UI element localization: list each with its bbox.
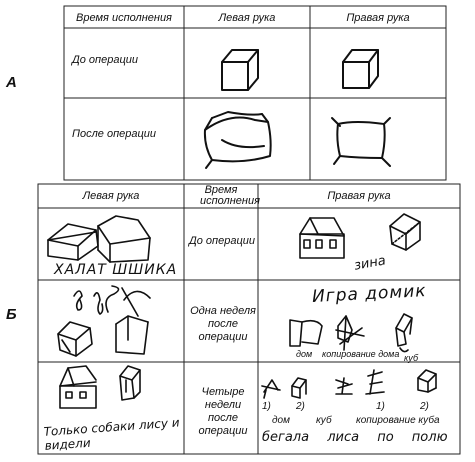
row-before-operation-a: До операции bbox=[72, 54, 138, 66]
scribble-drawings-b-r2-left bbox=[73, 285, 151, 317]
section-label-a: А bbox=[6, 74, 17, 91]
copy-house-drawing-b-r3-right bbox=[335, 377, 353, 395]
house-drawing-b-r2-left bbox=[115, 315, 149, 355]
caption-dom-r3: дом bbox=[272, 415, 290, 426]
cube-drawing-b-r2-left bbox=[57, 321, 93, 357]
caption-kub-r3: куб bbox=[316, 415, 332, 426]
cube-drawing-b-r1-left bbox=[47, 223, 99, 261]
cube-drawing-left-after bbox=[203, 111, 272, 169]
header-right-hand-a: Правая рука bbox=[346, 12, 410, 24]
cube-drawing-b-r3-left bbox=[119, 365, 141, 401]
caption-dom-r2: дом bbox=[296, 349, 313, 359]
copy-house-drawing-b-r2-right bbox=[335, 315, 365, 351]
house-drawing-b-r1-left bbox=[97, 215, 151, 263]
cube-drawing-left-before bbox=[221, 49, 259, 91]
cube-drawing-right-before bbox=[342, 49, 379, 89]
row-after-operation-a: После операции bbox=[72, 128, 157, 140]
house-drawing-b-r1-right bbox=[299, 217, 345, 259]
caption-kub-r2: куб bbox=[404, 353, 419, 363]
caption-n1-r3: 1) bbox=[262, 401, 271, 412]
caption-copy-house-r2: копирование дома bbox=[322, 349, 400, 359]
house-drawing-b-r3-left bbox=[59, 365, 97, 409]
caption-copy-cube-r3: копирование куба bbox=[356, 415, 440, 426]
caption-n3-r3: 1) bbox=[376, 401, 385, 412]
cube-drawing-b-r1-right bbox=[389, 213, 421, 251]
copy-cube-drawing-b-r3-right-1 bbox=[365, 369, 385, 395]
handwriting-r1-left: ХАЛАТ ШШИКА bbox=[54, 262, 178, 278]
caption-n2-r3: 2) bbox=[296, 401, 305, 412]
section-label-b: Б bbox=[6, 306, 17, 323]
row-one-week-after: Одна неделя после операции bbox=[190, 305, 256, 343]
house-drawing-b-r3-right bbox=[261, 379, 281, 399]
cube-drawing-right-after bbox=[331, 117, 391, 167]
header-time-a: Время исполнения bbox=[76, 12, 172, 24]
copy-cube-drawing-b-r3-right-2 bbox=[417, 369, 437, 393]
cube-drawing-b-r2-right bbox=[395, 313, 413, 353]
caption-n4-r3: 2) bbox=[420, 401, 429, 412]
header-right-hand-b: Правая рука bbox=[327, 190, 391, 202]
cube-drawing-b-r3-right bbox=[291, 377, 307, 399]
header-left-hand-a: Левая рука bbox=[218, 12, 276, 24]
header-left-hand-b: Левая рука bbox=[82, 190, 140, 202]
house-drawing-b-r2-right bbox=[289, 319, 323, 347]
row-four-weeks-after: Четыре недели после операции bbox=[198, 386, 248, 437]
header-time-b: Время исполнения bbox=[200, 184, 260, 207]
row-before-operation-b: До операции bbox=[189, 235, 255, 247]
handwriting-r3-bottom: бегала лиса по полю bbox=[262, 430, 448, 445]
